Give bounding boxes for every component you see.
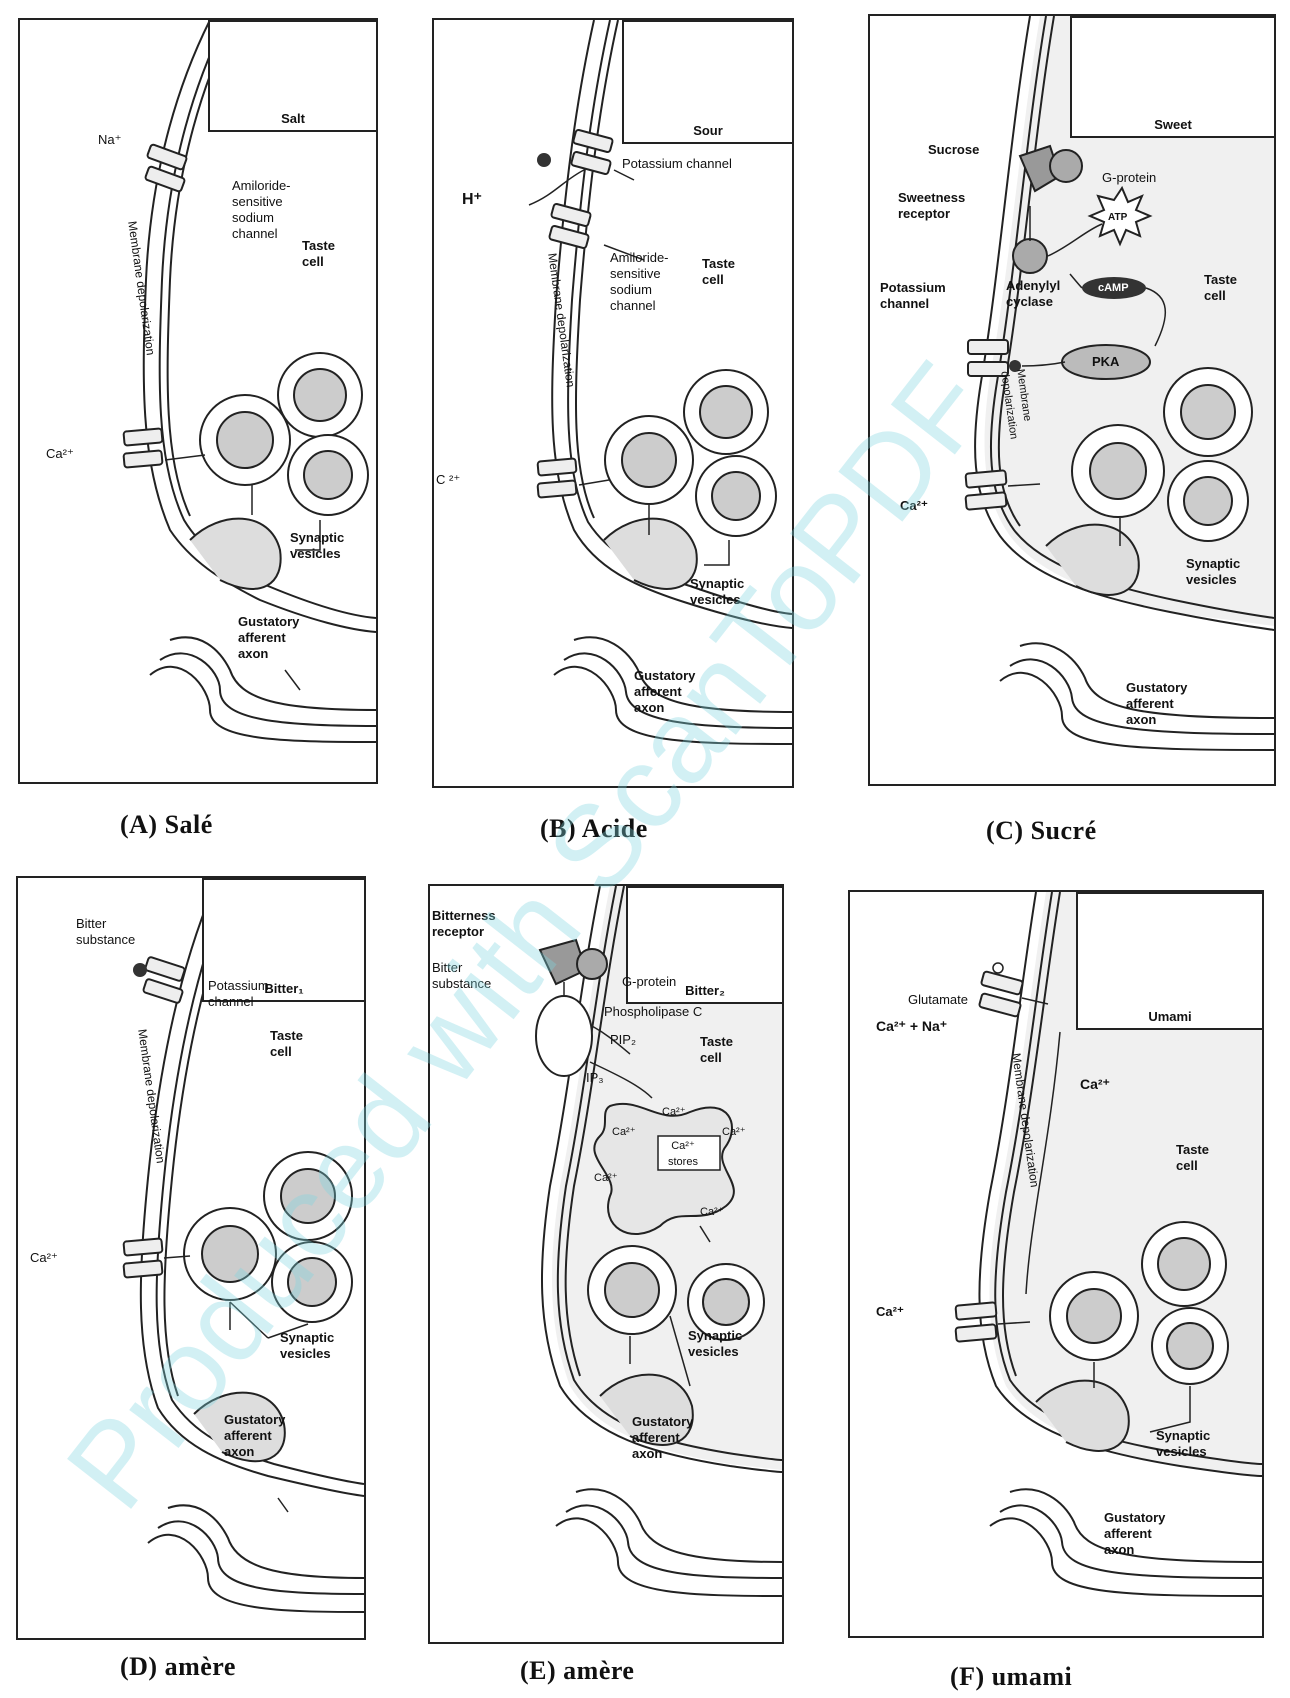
caption-b: (B) Acide <box>540 814 648 844</box>
label-taste-cell: Taste cell <box>1204 272 1237 304</box>
caption-a: (A) Salé <box>120 810 213 840</box>
label-camp: cAMP <box>1098 280 1129 296</box>
caption-c: (C) Sucré <box>986 816 1097 846</box>
label-gustatory-axon: Gustatory afferent axon <box>634 668 695 716</box>
label-amiloride-channel: Amiloride- sensitive sodium channel <box>232 178 291 242</box>
label-ca-stores: Ca²⁺ stores <box>668 1138 698 1170</box>
label-gustatory-axon: Gustatory afferent axon <box>238 614 299 662</box>
label-taste-cell: Taste cell <box>700 1034 733 1066</box>
label-potassium-channel: Potassium channel <box>880 280 946 312</box>
label-glutamate: Glutamate <box>908 992 968 1008</box>
label-amiloride-channel: Amiloride- sensitive sodium channel <box>610 250 669 314</box>
label-taste-cell: Taste cell <box>702 256 735 288</box>
umami-inset: Umami <box>1076 892 1264 1030</box>
label-synaptic-vesicles: Synaptic vesicles <box>688 1328 742 1360</box>
sour-inset: Sour <box>622 20 794 144</box>
label-bitter-substance: Bitter substance <box>76 916 135 948</box>
label-ca-ion: Ca²⁺ <box>30 1250 58 1266</box>
label-ca-b: Ca²⁺ <box>612 1124 636 1140</box>
label-ca-influx: Ca²⁺ <box>1080 1076 1110 1092</box>
label-ca-ion: Ca²⁺ <box>876 1304 904 1320</box>
label-na-ion: Na⁺ <box>98 132 121 148</box>
label-h-ion: H⁺ <box>462 192 482 208</box>
label-atp: ATP <box>1108 210 1127 226</box>
label-potassium-channel: Potassium channel <box>208 978 269 1010</box>
label-ca-e: Ca²⁺ <box>700 1204 724 1220</box>
label-taste-cell: Taste cell <box>1176 1142 1209 1174</box>
panel-b-sour: Sour Potassium channel H⁺ Amiloride- sen… <box>432 18 794 788</box>
label-gustatory-axon: Gustatory afferent axon <box>1126 680 1187 728</box>
inset-label-umami: Umami <box>1078 1009 1262 1024</box>
panel-d-bitter1: Bitter₁ Bitter substance Potassium chann… <box>16 876 366 1640</box>
label-bitterness-receptor: Bitterness receptor <box>432 908 496 940</box>
inset-label-salt: Salt <box>210 111 376 126</box>
label-ca-d: Ca²⁺ <box>594 1170 618 1186</box>
label-synaptic-vesicles: Synaptic vesicles <box>1156 1428 1210 1460</box>
label-phospholipase-c: Phospholipase C <box>604 1004 702 1020</box>
label-ca-na-ions: Ca²⁺ + Na⁺ <box>876 1018 947 1034</box>
label-ca-a: Ca²⁺ <box>662 1104 686 1120</box>
panel-c-sweet: Sweet Sucrose G-protein Sweetness recept… <box>868 14 1276 786</box>
panel-f-umami: Umami Glutamate Ca²⁺ + Na⁺ Ca²⁺ Taste ce… <box>848 890 1264 1638</box>
label-adenylyl-cyclase: Adenylyl cyclase <box>1006 278 1060 310</box>
label-gustatory-axon: Gustatory afferent axon <box>224 1412 285 1460</box>
salt-inset: Salt <box>208 20 378 132</box>
label-synaptic-vesicles: Synaptic vesicles <box>280 1330 334 1362</box>
inset-label-sour: Sour <box>624 123 792 138</box>
label-sweetness-receptor: Sweetness receptor <box>898 190 965 222</box>
label-pka: PKA <box>1092 354 1119 370</box>
label-sucrose: Sucrose <box>928 142 979 158</box>
sweet-inset: Sweet <box>1070 16 1276 138</box>
label-ca-ion: Ca²⁺ <box>46 446 74 462</box>
label-potassium-channel: Potassium channel <box>622 156 732 172</box>
panel-a-salty: Salt Na⁺ Amiloride- sensitive sodium cha… <box>18 18 378 784</box>
caption-f: (F) umami <box>950 1662 1072 1692</box>
label-ip3: IP₃ <box>586 1070 604 1086</box>
caption-d: (D) amère <box>120 1652 236 1682</box>
inset-label-sweet: Sweet <box>1072 117 1274 132</box>
caption-e: (E) amère <box>520 1656 634 1686</box>
label-synaptic-vesicles: Synaptic vesicles <box>690 576 744 608</box>
label-pip2: PIP₂ <box>610 1032 636 1048</box>
label-synaptic-vesicles: Synaptic vesicles <box>1186 556 1240 588</box>
label-gustatory-axon: Gustatory afferent axon <box>1104 1510 1165 1558</box>
panel-e-bitter2: Bitter₂ Bitterness receptor Bitter subst… <box>428 884 784 1644</box>
label-bitter-substance: Bitter substance <box>432 960 491 992</box>
label-g-protein: G-protein <box>1102 170 1156 186</box>
label-synaptic-vesicles: Synaptic vesicles <box>290 530 344 562</box>
label-ca-ion: C ²⁺ <box>436 472 460 488</box>
label-taste-cell: Taste cell <box>270 1028 303 1060</box>
label-gustatory-axon: Gustatory afferent axon <box>632 1414 693 1462</box>
label-taste-cell: Taste cell <box>302 238 335 270</box>
label-ca-ion: Ca²⁺ <box>900 498 928 514</box>
label-ca-c: Ca²⁺ <box>722 1124 746 1140</box>
panel-a-drawing <box>20 20 376 782</box>
label-g-protein: G-protein <box>622 974 676 990</box>
